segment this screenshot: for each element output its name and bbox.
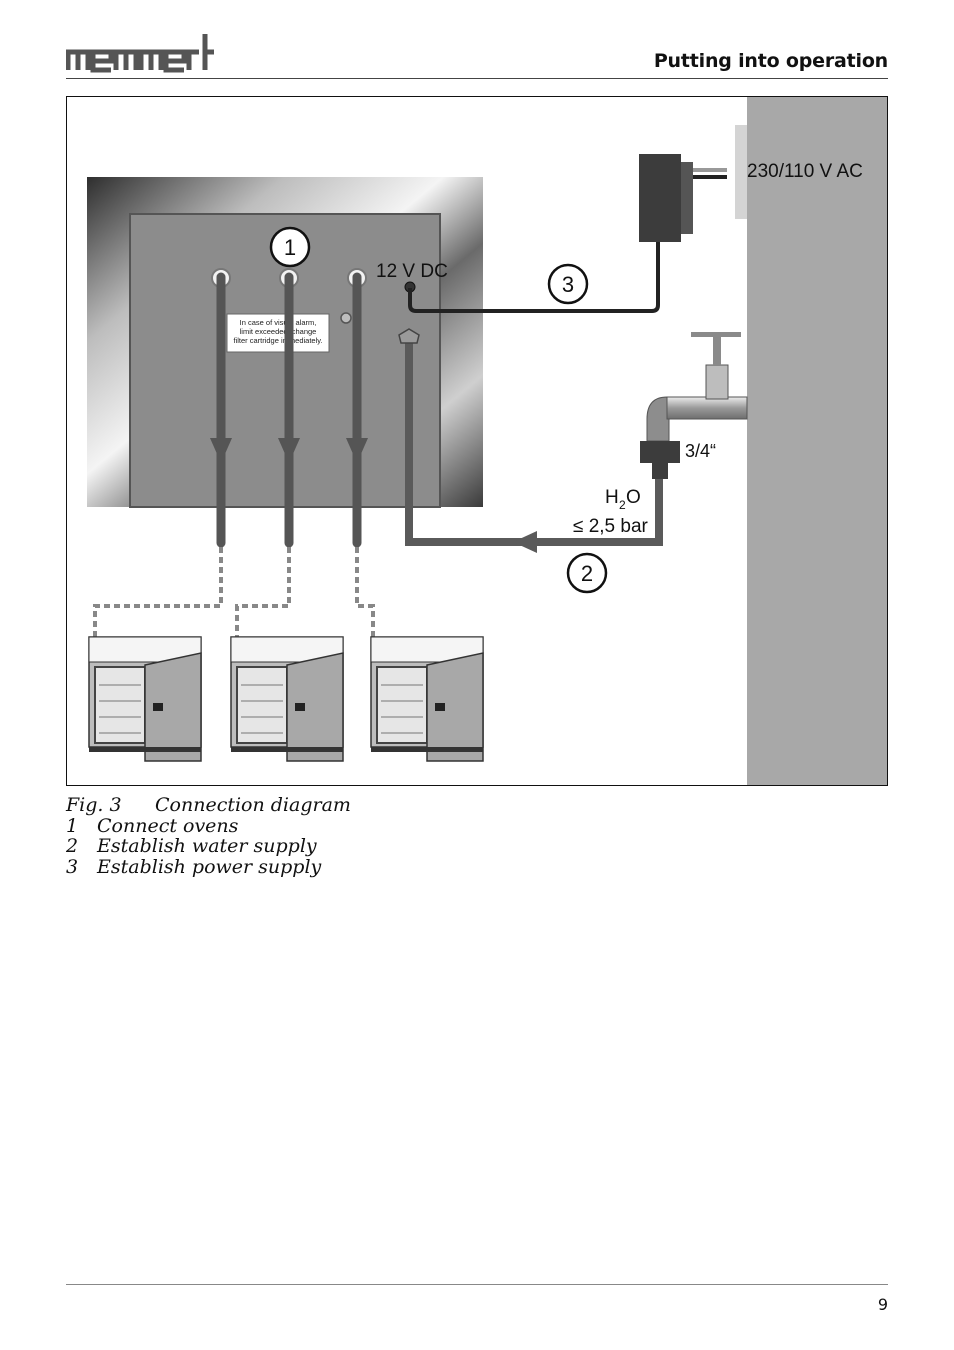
- connection-diagram: In case of visual alarm, limit exceeded,…: [66, 96, 888, 786]
- caption-item-number: 2: [66, 835, 79, 857]
- water-label-o: O: [626, 487, 641, 508]
- water-flow-arrow: [513, 531, 537, 553]
- figure-title: Connection diagram: [155, 794, 351, 816]
- marker-1-circle: 1: [269, 226, 311, 268]
- thread-adapter-nipple: [652, 463, 668, 479]
- oven-3: [370, 636, 484, 762]
- caption-item: 3 Establish power supply: [66, 855, 351, 878]
- status-led: [340, 312, 352, 324]
- caption-item-number: 3: [66, 855, 79, 878]
- marker-3-label: 3: [562, 272, 574, 297]
- section-title: Putting into operation: [653, 50, 888, 72]
- tap-elbow: [646, 396, 670, 442]
- memmert-logo-mark: [65, 34, 214, 73]
- marker-1-label: 1: [284, 235, 296, 260]
- caption-item-text: Establish power supply: [97, 855, 322, 878]
- oven-1: [88, 636, 202, 762]
- tap-stem: [713, 337, 721, 365]
- power-adapter: [639, 154, 681, 242]
- marker-3-circle: 3: [547, 263, 589, 305]
- flow-arrows-down: [210, 438, 368, 463]
- tap-spout-horizontal: [666, 396, 748, 420]
- power-adapter-side: [681, 162, 693, 234]
- footer-divider: [66, 1284, 888, 1285]
- caption-title-row: Fig. 3 Connection diagram: [66, 795, 351, 816]
- oven-connection-dotted: [93, 547, 375, 637]
- sticker-line-1: In case of visual alarm,: [240, 318, 317, 327]
- sticker-line-3: filter cartridge immediately.: [233, 336, 322, 345]
- header-divider: [66, 78, 888, 79]
- pressure-label: ≤ 2,5 bar: [573, 516, 649, 537]
- water-label-h: H: [605, 487, 619, 508]
- tap-handle: [691, 332, 741, 337]
- memmert-logo: memmert: [65, 30, 216, 74]
- thread-size-label: 3/4“: [685, 441, 716, 461]
- wall: [747, 97, 887, 785]
- oven-2: [230, 636, 344, 762]
- inlet-fitting: [398, 328, 420, 344]
- caption-item-text: Establish water supply: [97, 835, 317, 857]
- marker-2-circle: 2: [566, 552, 608, 594]
- water-label-subscript: 2: [619, 498, 626, 512]
- power-cable: [408, 242, 660, 313]
- voltage-ac-label: 230/110 V AC: [747, 161, 863, 182]
- figure-number: Fig. 3: [66, 794, 122, 816]
- tap-valve-body: [705, 364, 729, 400]
- thread-adapter: [640, 441, 680, 463]
- caption-item: 2 Establish water supply: [66, 836, 351, 857]
- warning-sticker: [226, 313, 330, 353]
- caption-item: 1 Connect ovens: [66, 814, 351, 837]
- sticker-line-2: limit exceeded, change: [240, 327, 317, 336]
- marker-2-label: 2: [581, 561, 593, 586]
- wall-socket: [735, 125, 747, 219]
- connection-diagram-illustration: In case of visual alarm, limit exceeded,…: [87, 97, 887, 785]
- outlet-hoses: [216, 272, 362, 548]
- caption-item-text: Connect ovens: [97, 814, 239, 837]
- caption-item-number: 1: [66, 814, 79, 837]
- page-number: 9: [877, 1295, 888, 1314]
- voltage-dc-label: 12 V DC: [376, 261, 448, 282]
